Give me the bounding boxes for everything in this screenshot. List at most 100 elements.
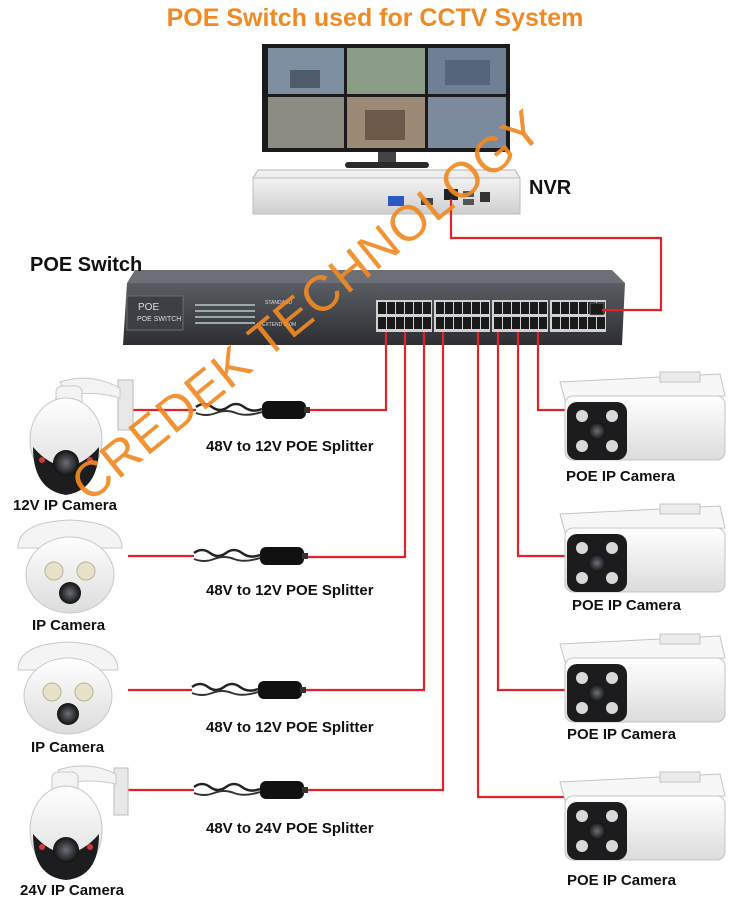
left-cable-3 [306,332,426,692]
monitor-screen [268,48,506,148]
left-cable-4 [306,332,445,792]
right-cable-1 [536,332,575,412]
rj45-port [436,317,444,329]
switch-status-leds [195,304,255,324]
rj45-port [561,317,569,329]
rj45-port [503,302,511,314]
right-camera-label: POE IP Camera [567,872,676,889]
bullet-camera-icon [559,503,726,593]
switch-extend-text: EXTEND 250M [262,322,297,328]
rj45-port [445,317,453,329]
left-camera-label: 12V IP Camera [13,497,117,514]
rj45-port [405,317,413,329]
switch-port-block [376,300,606,332]
switch-brand-text: POE [138,302,160,313]
rj45-port [405,302,413,314]
rj45-port [570,317,578,329]
poe-splitter-icon [191,681,306,699]
right-cable-2 [516,332,575,558]
rj45-port [552,317,560,329]
left-cable-1 [306,332,388,412]
rj45-port [588,317,596,329]
bullet-camera-icon [559,633,726,723]
splitter-label: 48V to 12V POE Splitter [206,582,374,599]
splitter-label: 48V to 12V POE Splitter [206,438,374,455]
rj45-port [539,302,547,314]
hdmi-port [421,198,433,205]
rj45-port [539,317,547,329]
rj45-port [378,317,386,329]
left-camera-label: IP Camera [32,617,106,634]
dome-camera-icon [17,641,119,735]
rj45-port [414,317,422,329]
poe-switch-device [123,270,625,345]
right-cable-3 [496,332,575,692]
bullet-camera-icon [559,371,726,461]
splitter-label: 48V to 24V POE Splitter [206,820,374,837]
nvr-label: NVR [529,177,572,199]
nvr-device [252,169,521,215]
usb-port [463,191,474,197]
switch-label: POE Switch [30,254,143,276]
splitter-label: 48V to 12V POE Splitter [206,719,374,736]
switch-badge [126,295,184,331]
left-camera-label: IP Camera [31,739,105,756]
nvr-uplink-cable [449,199,663,312]
rj45-port [579,302,587,314]
rj45-port [472,302,480,314]
rj45-port [472,317,480,329]
dome-camera-icon [17,519,123,614]
bullet-cameras [559,371,726,861]
rj45-port [512,302,520,314]
rj45-port [552,302,560,314]
monitor-stand [345,162,429,168]
rj45-port [378,302,386,314]
rj45-port [454,302,462,314]
rj45-port [494,302,502,314]
rj45-port [387,302,395,314]
monitor-neck [378,152,396,164]
rj45-port [494,317,502,329]
rj45-port [454,317,462,329]
rj45-port [481,302,489,314]
rj45-port [463,317,471,329]
rj45-port [396,317,404,329]
rj45-port [445,302,453,314]
ptz-camera-icon [29,377,134,495]
rj45-port [423,302,431,314]
right-cable-4 [476,332,575,799]
rj45-port [414,302,422,314]
left-camera-label: 24V IP Camera [20,882,124,899]
rj45-port [387,317,395,329]
right-camera-label: POE IP Camera [572,597,681,614]
rj45-port [463,302,471,314]
rj45-port [521,317,529,329]
cables [128,199,663,799]
nvr-lan-port [444,189,458,200]
rj45-port [530,302,538,314]
power-port [480,192,490,202]
vga-port [388,196,404,206]
right-camera-label: POE IP Camera [566,468,675,485]
rj45-port [579,317,587,329]
bullet-camera-icon [559,771,726,861]
poe-splitter-icon [193,781,308,799]
rj45-port [597,317,605,329]
splitters [191,401,310,799]
diagram-title: POE Switch used for CCTV System [166,4,584,32]
switch-model-text: POE SWITCH [137,316,182,323]
rj45-port [521,302,529,314]
left-cable-2 [306,332,407,559]
rj45-port [503,317,511,329]
rj45-port [570,302,578,314]
monitor [262,44,510,168]
rj45-port [530,317,538,329]
rj45-port [561,302,569,314]
rj45-port [512,317,520,329]
rj45-port [396,302,404,314]
rj45-port [481,317,489,329]
rj45-port [423,317,431,329]
uplink-port [589,302,605,316]
